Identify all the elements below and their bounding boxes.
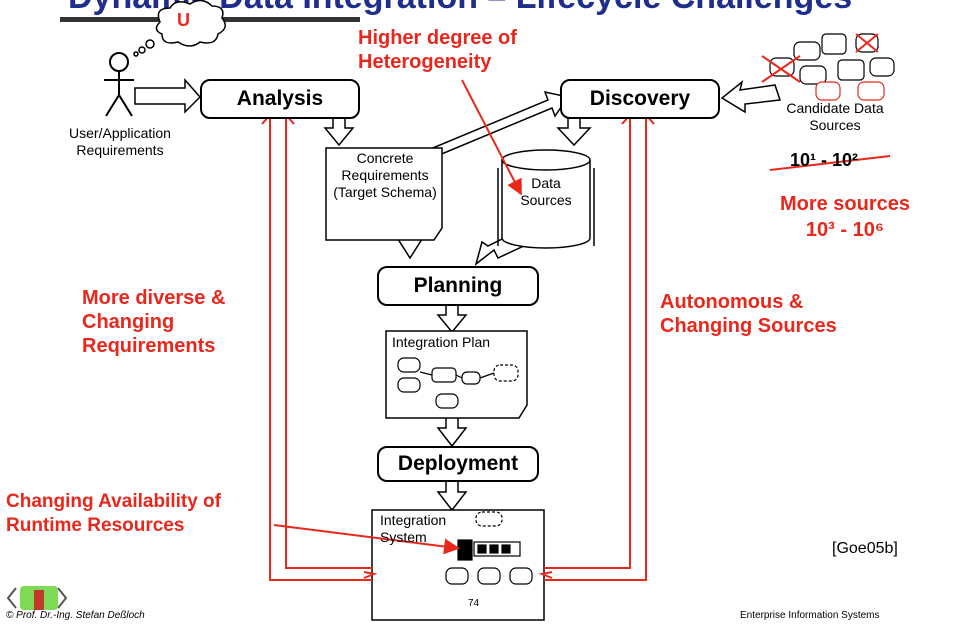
thought-label: U — [177, 10, 190, 30]
feedback-loops — [261, 79, 655, 581]
arrow-user-analysis — [134, 78, 202, 114]
footer-course: Enterprise Information Systems — [740, 610, 880, 621]
new-source-count: 10³ - 10⁶ — [805, 219, 885, 241]
arrow-deploy-system — [436, 477, 468, 512]
user-requirements-caption: User/Application Requirements — [69, 125, 171, 158]
plan-graph-icon — [397, 357, 519, 409]
analysis-step[interactable]: Analysis — [200, 79, 360, 119]
arrow-cand-discovery — [720, 80, 782, 114]
integration-system-label: Integration System — [380, 512, 447, 545]
title-strip: Dynamic Data Integration – Lifecycle Cha… — [0, 0, 954, 16]
deployment-step[interactable]: Deployment — [377, 446, 539, 482]
candidate-sources-caption: Candidate Data Sources — [786, 100, 884, 133]
arrow-planning-plan — [436, 302, 468, 334]
autonomous-annotation: Autonomous & Changing Sources — [660, 291, 837, 337]
more-sources-label: More sources — [779, 193, 911, 215]
candidate-sources-icon — [769, 33, 895, 101]
discovery-step[interactable]: Discovery — [560, 79, 720, 119]
his-logo — [6, 586, 68, 610]
planning-step[interactable]: Planning — [377, 266, 539, 306]
concrete-requirements-label: Concrete Requirements (Target Schema) — [333, 150, 437, 200]
citation: [Goe05b] — [832, 540, 898, 557]
footer-page-number: 74 — [468, 598, 480, 609]
footer-author: © Prof. Dr.-Ing. Stefan Deßloch — [6, 610, 145, 621]
integration-plan-label: Integration Plan — [392, 334, 491, 350]
page-title: Dynamic Data Integration – Lifecycle Cha… — [68, 0, 852, 16]
data-sources-cylinder — [497, 149, 595, 249]
system-icon — [445, 511, 533, 585]
requirements-annotation: More diverse & Changing Requirements — [82, 287, 226, 357]
concrete-requirements-doc — [325, 147, 443, 241]
integration-system-doc — [371, 509, 545, 621]
heterogeneity-annotation: Higher degree of Heterogeneity — [358, 27, 517, 73]
arrow-discovery-ds — [556, 114, 592, 147]
crossed-out-marks — [761, 33, 891, 171]
data-sources-label: Data Sources — [520, 175, 572, 208]
old-source-count: 10¹ - 10² — [790, 150, 859, 170]
thought-bubble — [133, 0, 226, 57]
user-figure — [104, 52, 134, 117]
availability-annotation: Changing Availability of Runtime Resourc… — [6, 491, 221, 536]
arrow-analysis-req — [323, 114, 355, 147]
